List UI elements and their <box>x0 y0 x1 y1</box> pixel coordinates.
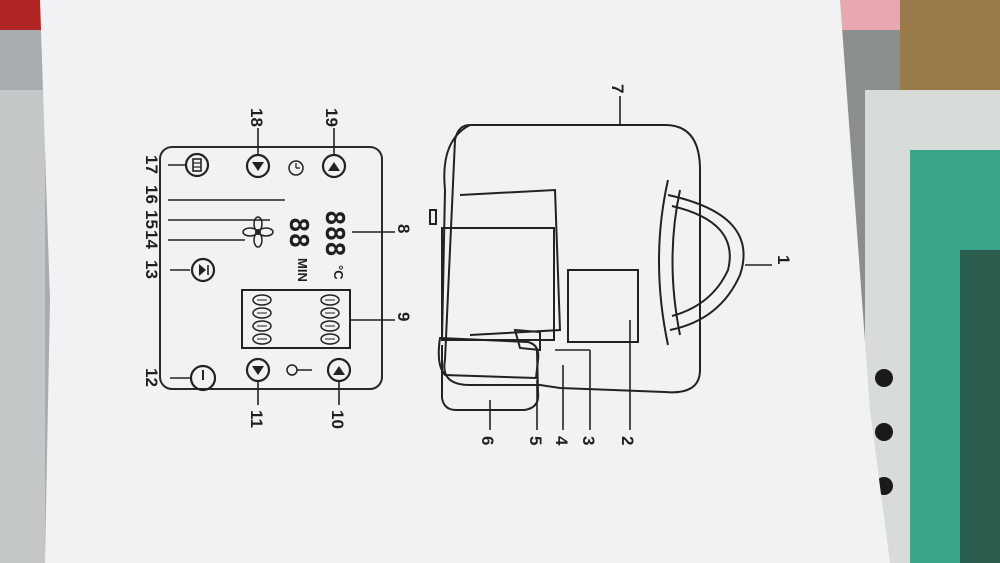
part-label-11: 11 <box>247 410 266 428</box>
binder-hole <box>875 423 893 441</box>
part-label-1: 1 <box>774 255 793 264</box>
fish-icon <box>320 294 340 306</box>
part-label-8: 8 <box>394 224 413 233</box>
chicken-leg-icon <box>252 307 272 319</box>
steak-icon <box>320 307 340 319</box>
binder-hole <box>875 369 893 387</box>
top-handle <box>667 194 745 331</box>
wooden-surface <box>900 0 1000 90</box>
part-label-9: 9 <box>394 312 413 321</box>
program-icon-box <box>241 289 351 349</box>
sleeve-edge <box>0 90 45 563</box>
time-digits: 88 <box>283 217 313 248</box>
program-icon-grid <box>252 294 340 345</box>
side-connector <box>429 209 437 225</box>
mushroom-icon <box>320 333 340 345</box>
temperature-digits: 888 <box>319 210 349 257</box>
top-handle-inner <box>671 205 731 317</box>
part-label-5: 5 <box>526 436 545 445</box>
cake-icon <box>320 320 340 332</box>
control-panel-outline <box>159 146 383 390</box>
shrimp-icon <box>252 294 272 306</box>
temperature-unit: °C <box>331 265 346 280</box>
part-label-3: 3 <box>579 436 598 445</box>
part-label-12: 12 <box>142 368 161 387</box>
air-fryer-drawing <box>429 124 745 411</box>
part-label-2: 2 <box>618 436 637 445</box>
fan-icon <box>242 216 274 248</box>
viewing-window <box>567 269 639 343</box>
part-label-19: 19 <box>322 108 341 127</box>
power-button <box>189 364 217 392</box>
dark-green-strip <box>960 250 1000 563</box>
part-label-10: 10 <box>328 410 347 429</box>
corn-icon <box>252 333 272 345</box>
part-label-15: 15 <box>142 210 161 229</box>
time-unit: MIN <box>295 258 310 282</box>
part-label-4: 4 <box>552 436 571 446</box>
part-label-16: 16 <box>142 185 161 204</box>
top-rim <box>658 179 669 346</box>
leader-lines <box>168 96 772 430</box>
part-label-7: 7 <box>608 84 627 93</box>
part-label-6: 6 <box>478 436 497 445</box>
clock-icon <box>288 160 304 176</box>
start-pause-button <box>190 257 216 283</box>
top-rim-inner <box>671 189 681 336</box>
body-back-edge <box>441 124 471 341</box>
fries-icon <box>252 320 272 332</box>
part-label-13: 13 <box>142 260 161 279</box>
manual-page <box>40 0 890 563</box>
part-label-14: 14 <box>142 230 161 249</box>
part-label-18: 18 <box>247 108 266 127</box>
thermometer-icon <box>286 364 312 376</box>
part-label-17: 17 <box>142 155 161 174</box>
